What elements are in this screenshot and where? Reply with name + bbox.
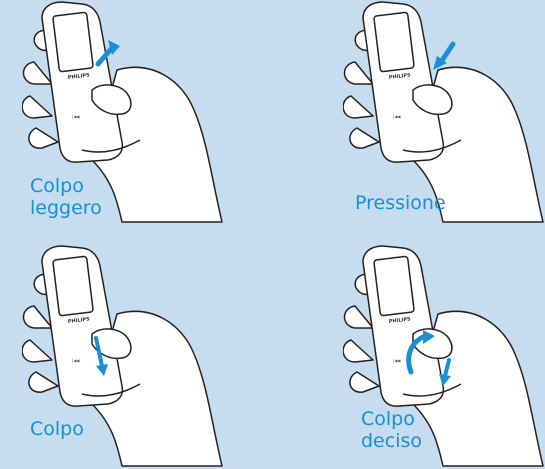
caption-light-swipe: Colpo leggero bbox=[30, 175, 102, 219]
caption-line-1: Colpo bbox=[361, 408, 422, 430]
caption-line-1: Colpo bbox=[30, 418, 84, 440]
caption-line-2: leggero bbox=[30, 197, 102, 219]
caption-line-1: Colpo bbox=[30, 175, 102, 197]
arrow-down-left-icon bbox=[433, 44, 453, 70]
panel-firm-swipe: PHILIPS |◀◀ Colpo deciso bbox=[343, 244, 545, 469]
panel-swipe-down: PHILIPS |◀◀ Colpo bbox=[22, 244, 232, 469]
caption-line-2: deciso bbox=[361, 430, 422, 452]
panel-press: PHILIPS |◀◀ Pressione bbox=[343, 0, 545, 225]
button-label: |◀◀ bbox=[72, 358, 80, 363]
button-label: |◀◀ bbox=[72, 114, 80, 119]
caption-line-1: Pressione bbox=[355, 192, 446, 214]
button-label: |◀◀ bbox=[393, 358, 401, 363]
caption-swipe-down: Colpo bbox=[30, 418, 84, 440]
button-label: |◀◀ bbox=[393, 114, 401, 119]
caption-firm-swipe: Colpo deciso bbox=[361, 408, 422, 452]
caption-press: Pressione bbox=[355, 192, 446, 214]
panel-light-swipe: PHILIPS |◀◀ Colpo leggero bbox=[22, 0, 232, 225]
